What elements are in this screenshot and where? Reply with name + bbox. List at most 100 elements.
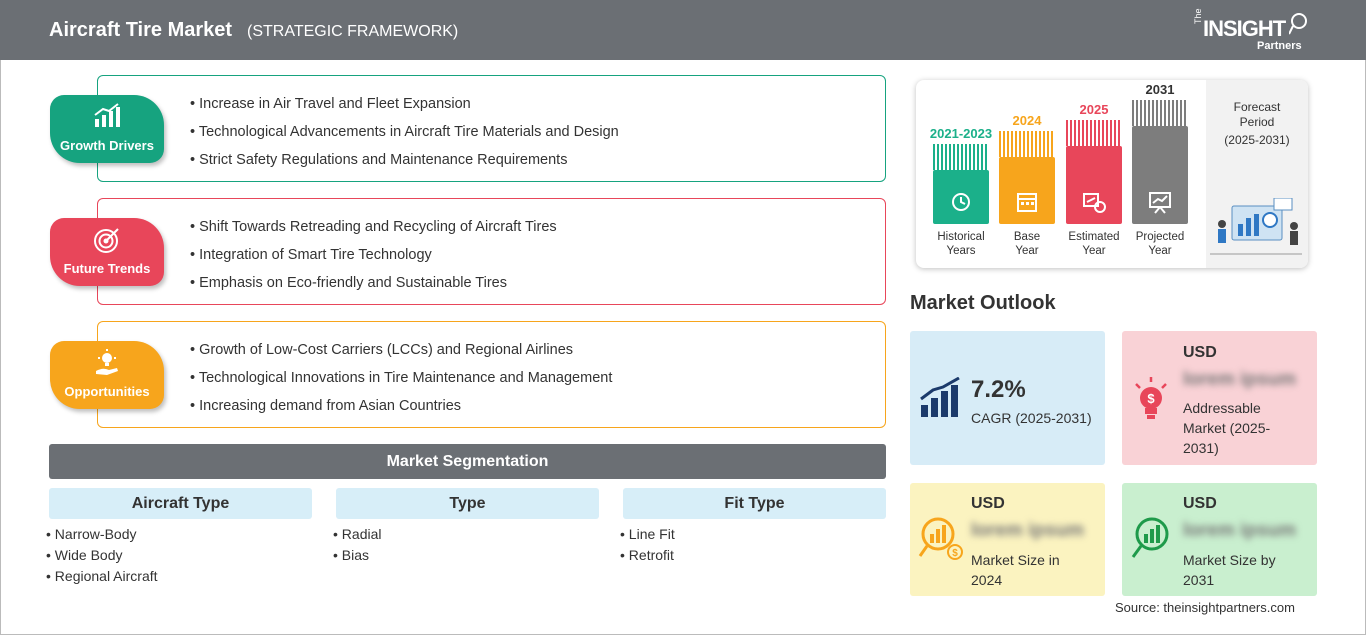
header-bar: Aircraft Tire Market (STRATEGIC FRAMEWOR…	[0, 0, 1366, 60]
addressable-label-1: Addressable	[1183, 400, 1261, 416]
timeline-caption-estimated-1: Estimated	[1068, 231, 1120, 243]
list-item: Technological Innovations in Tire Mainte…	[190, 368, 613, 396]
market-size-2031-card: USD lorem ipsum Market Size by 2031	[1122, 483, 1317, 596]
opportunities-badge: Opportunities	[50, 341, 164, 409]
growth-drivers-label: Growth Drivers	[60, 138, 154, 153]
analyst-dashboard-icon	[1210, 198, 1302, 255]
list-item: Regional Aircraft	[46, 566, 158, 587]
future-trends-label: Future Trends	[63, 261, 151, 276]
list-item: Retrofit	[620, 545, 675, 566]
lightbulb-dollar-icon: $	[1135, 377, 1167, 419]
growth-drivers-list: Increase in Air Travel and Fleet Expansi…	[190, 94, 619, 178]
logo-the: The	[1193, 8, 1203, 24]
forecast-period-panel: Forecast Period (2025-2031)	[1206, 80, 1308, 268]
money-chart-icon	[1131, 517, 1169, 558]
segment-heading-type: Type	[336, 488, 599, 519]
list-item: Integration of Smart Tire Technology	[190, 245, 557, 273]
addressable-label-3: 2031)	[1183, 440, 1219, 456]
insight-partners-logo[interactable]: The INSIGHT Partners	[1193, 8, 1313, 54]
timeline-bar-stripes-estimated	[1066, 120, 1122, 146]
forecast-label-line2: Period	[1239, 115, 1275, 129]
logo-partners: Partners	[1257, 40, 1302, 52]
timeline-year-base: 2024	[1012, 113, 1042, 128]
timeline-caption-projected-1: Projected	[1135, 231, 1185, 243]
list-item: Emphasis on Eco-friendly and Sustainable…	[190, 273, 557, 301]
timeline-icon-historical	[952, 193, 970, 211]
timeline-bar-base	[999, 157, 1055, 224]
money-chart-icon: $	[918, 517, 963, 560]
segment-list-type: Radial Bias	[333, 524, 382, 566]
timeline-caption-projected-2: Year	[1148, 245, 1172, 257]
opportunities-box: Growth of Low-Cost Carriers (LCCs) and R…	[97, 321, 886, 428]
segment-heading-aircraft-type: Aircraft Type	[49, 488, 312, 519]
timeline-year-estimated: 2025	[1079, 102, 1109, 117]
list-item: Bias	[333, 545, 382, 566]
future-trends-box: Shift Towards Retreading and Recycling o…	[97, 198, 886, 305]
timeline-bar-historical	[933, 170, 989, 224]
timeline-bar-stripes-base	[999, 131, 1055, 157]
addressable-market-card: $ USD lorem ipsum Addressable Market (20…	[1122, 331, 1317, 465]
addressable-usd: USD	[1183, 344, 1217, 361]
source-credit[interactable]: Source: theinsightpartners.com	[1115, 600, 1295, 615]
timeline-year-projected: 2031	[1145, 82, 1175, 97]
list-item: Strict Safety Regulations and Maintenanc…	[190, 150, 619, 178]
segment-heading-fit-type: Fit Type	[623, 488, 886, 519]
page-subtitle: (STRATEGIC FRAMEWORK)	[247, 23, 459, 40]
market-outlook-title: Market Outlook	[910, 292, 1056, 314]
cagr-label: CAGR (2025-2031)	[971, 410, 1092, 426]
future-trends-list: Shift Towards Retreading and Recycling o…	[190, 217, 557, 301]
growth-drivers-badge: Growth Drivers	[50, 95, 164, 163]
timeline-caption-historical-2: Years	[946, 245, 976, 257]
list-item: Growth of Low-Cost Carriers (LCCs) and R…	[190, 340, 612, 368]
size-2031-label-1: Market Size by	[1183, 552, 1276, 568]
svg-text:$: $	[952, 548, 958, 559]
growth-chart-icon	[920, 377, 960, 417]
addressable-label-2: Market (2025-	[1183, 420, 1271, 436]
opportunities-label: Opportunities	[64, 384, 150, 399]
size-2024-usd: USD	[971, 495, 1005, 512]
size-2031-usd: USD	[1183, 495, 1217, 512]
lightbulb-hand-icon	[96, 349, 118, 375]
future-trends-badge: Future Trends	[50, 218, 164, 286]
opportunities-list: Growth of Low-Cost Carriers (LCCs) and R…	[190, 340, 613, 424]
forecast-label-line3: (2025-2031)	[1224, 133, 1290, 147]
list-item: Technological Advancements in Aircraft T…	[190, 122, 619, 150]
list-item: Wide Body	[46, 545, 158, 566]
size-2024-label-2: 2024	[971, 572, 1003, 588]
size-2031-value-blurred: lorem ipsum	[1183, 520, 1296, 541]
logo-swoosh-icon	[1289, 13, 1307, 35]
timeline-icon-base	[1017, 193, 1037, 212]
timeline-year-historical: 2021-2023	[929, 126, 993, 141]
size-2031-label-2: 2031	[1183, 572, 1215, 588]
segment-list-fit-type: Line Fit Retrofit	[620, 524, 675, 566]
list-item: Radial	[333, 524, 382, 545]
list-item: Increasing demand from Asian Countries	[190, 396, 612, 424]
page-title: Aircraft Tire Market	[49, 19, 233, 41]
logo-insight: INSIGHT	[1203, 16, 1286, 41]
growth-chart-icon	[94, 103, 120, 127]
cagr-card: 7.2% CAGR (2025-2031)	[910, 331, 1105, 465]
list-item: Line Fit	[620, 524, 675, 545]
timeline-bar-stripes-projected	[1132, 100, 1188, 126]
market-segmentation-title: Market Segmentation	[49, 444, 886, 479]
timeline-bar-projected	[1132, 126, 1188, 224]
growth-drivers-box: Increase in Air Travel and Fleet Expansi…	[97, 75, 886, 182]
market-size-2024-card: $ USD lorem ipsum Market Size in 2024	[910, 483, 1105, 596]
timeline-caption-historical-1: Historical	[937, 231, 985, 243]
timeline-icon-projected	[1149, 192, 1171, 214]
size-2024-label-1: Market Size in	[971, 552, 1060, 568]
timeline-caption-base-2: Year	[1015, 245, 1039, 257]
cagr-value: 7.2%	[971, 376, 1026, 403]
forecast-label-line1: Forecast	[1233, 100, 1281, 114]
timeline-caption-base-1: Base	[1013, 231, 1041, 243]
list-item: Shift Towards Retreading and Recycling o…	[190, 217, 557, 245]
list-item: Increase in Air Travel and Fleet Expansi…	[190, 94, 619, 122]
list-item: Narrow-Body	[46, 524, 158, 545]
segment-list-aircraft-type: Narrow-Body Wide Body Regional Aircraft	[46, 524, 158, 587]
timeline-caption-estimated-2: Year	[1082, 245, 1106, 257]
target-icon	[94, 228, 119, 253]
timeline-bar-estimated	[1066, 146, 1122, 224]
svg-text:$: $	[1147, 391, 1155, 406]
size-2024-value-blurred: lorem ipsum	[971, 520, 1084, 541]
